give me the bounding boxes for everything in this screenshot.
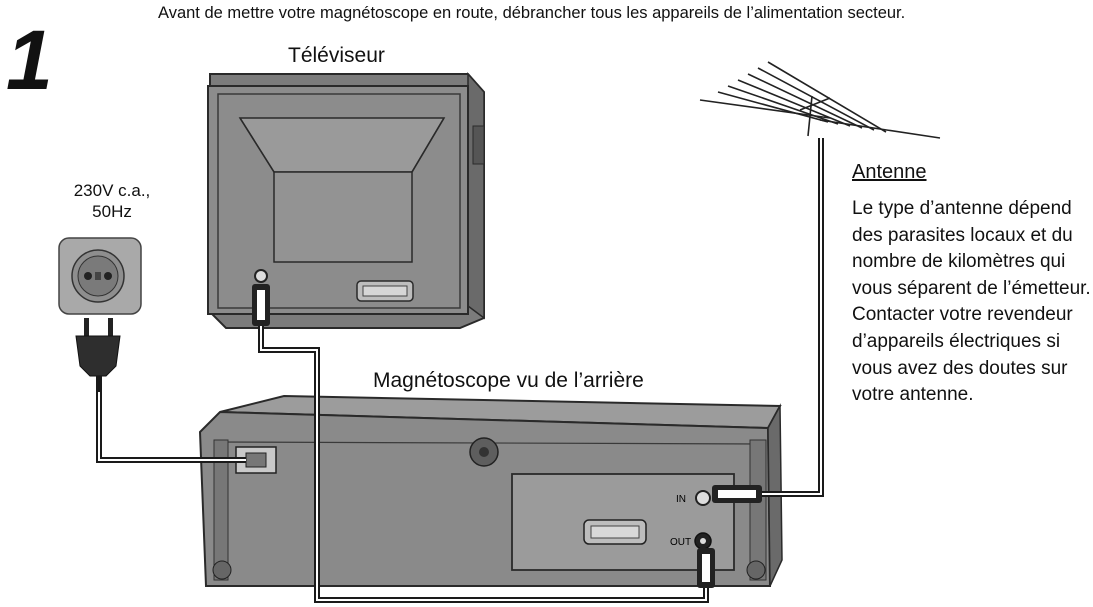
vcr-in-label: IN [676,494,686,505]
power-frequency: 50Hz [92,202,132,221]
vcr-scart-socket [583,519,647,545]
television [207,72,485,329]
vcr: IN OUT [198,394,783,587]
wall-socket [58,237,142,315]
tv-scart-socket [356,280,414,302]
power-spec-label: 230V c.a., 50Hz [56,180,168,222]
intro-instruction: Avant de mettre votre magnétoscope en ro… [158,4,906,22]
vcr-label: Magnétoscope vu de l’arrière [373,369,644,392]
vcr-out-label: OUT [670,537,691,548]
vcr-in-cable-plug [712,485,762,503]
power-plug [75,318,121,392]
power-voltage: 230V c.a., [73,181,151,200]
vcr-out-cable-plug [697,548,715,588]
antenna-description: Le type d’antenne dépend des parasites l… [852,198,1091,406]
vcr-in-socket [695,490,711,506]
rf-cable-vcr-to-tv [258,320,709,603]
tv-label: Téléviseur [288,44,385,67]
antenna-icon [699,61,941,139]
antenna-cable [760,138,824,497]
tv-antenna-socket [254,269,268,283]
tv-cable-plug [252,284,270,326]
power-cable [96,392,246,463]
vcr-power-inlet [235,446,277,474]
step-number: 1 [6,13,53,107]
antenna-title: Antenne [852,161,927,183]
